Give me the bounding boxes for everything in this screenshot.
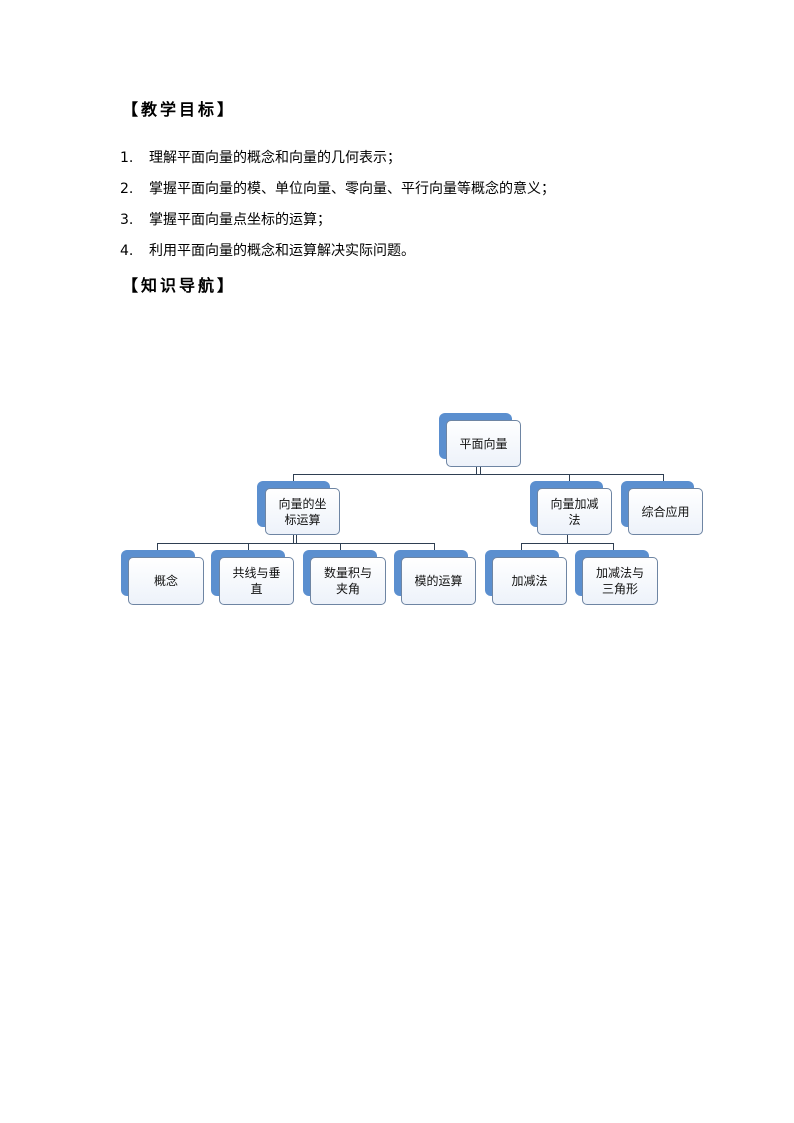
objective-number: 2. <box>120 181 134 197</box>
objectives-heading: 【教学目标】 <box>122 100 237 119</box>
connector <box>480 464 481 474</box>
connector <box>296 535 297 543</box>
connector <box>293 474 294 482</box>
connector <box>569 474 570 482</box>
node-label: 向量加减法 <box>537 488 612 535</box>
objective-text: 掌握平面向量点坐标的运算； <box>149 212 331 228</box>
connector <box>663 474 664 482</box>
connector <box>567 535 568 543</box>
objective-item-2: 2. 掌握平面向量的模、单位向量、零向量、平行向量等概念的意义； <box>120 180 555 198</box>
connector <box>521 543 614 544</box>
node-label: 概念 <box>128 557 204 605</box>
node-label: 数量积与夹角 <box>310 557 386 605</box>
connector <box>293 474 664 475</box>
navigation-heading: 【知识导航】 <box>122 276 237 295</box>
connector <box>521 543 522 551</box>
objective-text: 掌握平面向量的模、单位向量、零向量、平行向量等概念的意义； <box>149 181 555 197</box>
connector <box>293 535 294 543</box>
objective-text: 理解平面向量的概念和向量的几何表示； <box>149 150 401 166</box>
node-label: 平面向量 <box>446 420 521 467</box>
objective-number: 1. <box>120 150 134 166</box>
connector <box>613 543 614 551</box>
objective-number: 4. <box>120 243 134 259</box>
node-label: 向量的坐标运算 <box>265 488 340 535</box>
objective-text: 利用平面向量的概念和运算解决实际问题。 <box>149 243 415 259</box>
connector <box>157 543 158 551</box>
objective-item-4: 4. 利用平面向量的概念和运算解决实际问题。 <box>120 242 415 260</box>
node-label: 加减法 <box>492 557 567 605</box>
node-label: 加减法与三角形 <box>582 557 658 605</box>
objective-item-3: 3. 掌握平面向量点坐标的运算； <box>120 211 331 229</box>
connector <box>340 543 341 551</box>
connector <box>157 543 435 544</box>
objective-item-1: 1. 理解平面向量的概念和向量的几何表示； <box>120 149 401 167</box>
connector <box>248 543 249 551</box>
node-label: 综合应用 <box>628 488 703 535</box>
node-label: 模的运算 <box>401 557 476 605</box>
connector <box>434 543 435 551</box>
node-label: 共线与垂直 <box>219 557 294 605</box>
objective-number: 3. <box>120 212 134 228</box>
connector <box>476 464 477 474</box>
